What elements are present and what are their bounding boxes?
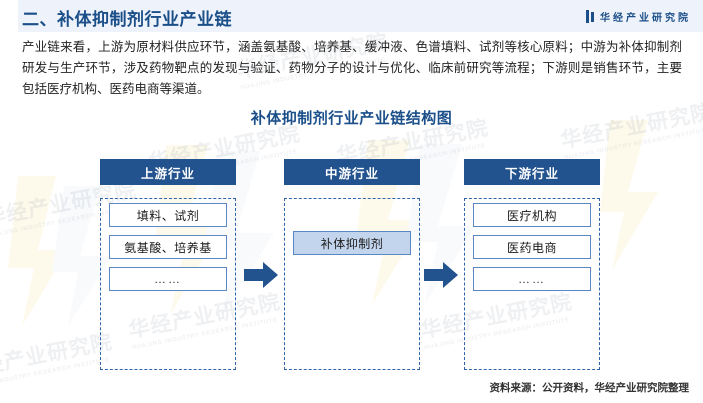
page-title: 二、补体抑制剂行业产业链	[22, 10, 232, 29]
arrow-right-icon	[244, 262, 278, 288]
figure-title: 补体抑制剂行业产业链结构图	[250, 110, 453, 127]
column-header-midstream: 中游行业	[284, 159, 420, 185]
item-list-upstream: 填料、试剂 氨基酸、培养基 ……	[109, 203, 227, 291]
list-item[interactable]: ……	[473, 267, 591, 291]
column-header-upstream: 上游行业	[100, 159, 236, 185]
list-item[interactable]: 氨基酸、培养基	[109, 235, 227, 259]
column-header-downstream: 下游行业	[464, 159, 600, 185]
column-midstream: 中游行业 补体抑制剂	[284, 159, 420, 370]
brand-name: 华经产业研究院	[600, 13, 691, 24]
item-list-midstream: 补体抑制剂	[293, 231, 411, 255]
list-item[interactable]: ……	[109, 267, 227, 291]
list-item[interactable]: 医疗机构	[473, 203, 591, 227]
column-body-midstream	[284, 198, 420, 370]
arrow-right-icon	[424, 262, 458, 288]
source-note: 资料来源：公开资料，华经产业研究院整理	[489, 382, 690, 394]
brand-mark-icon	[586, 10, 595, 23]
brand-logo: 华经产业研究院	[586, 9, 691, 24]
list-item[interactable]: 医药电商	[473, 235, 591, 259]
item-list-downstream: 医疗机构 医药电商 ……	[473, 203, 591, 291]
list-item[interactable]: 填料、试剂	[109, 203, 227, 227]
column-downstream: 下游行业 医疗机构 医药电商 ……	[464, 159, 600, 370]
intro-paragraph: 产业链来看，上游为原材料供应环节，涵盖氨基酸、培养基、缓冲液、色谱填料、试剂等核…	[22, 40, 682, 96]
column-upstream: 上游行业 填料、试剂 氨基酸、培养基 ……	[100, 159, 236, 370]
list-item[interactable]: 补体抑制剂	[293, 231, 411, 255]
